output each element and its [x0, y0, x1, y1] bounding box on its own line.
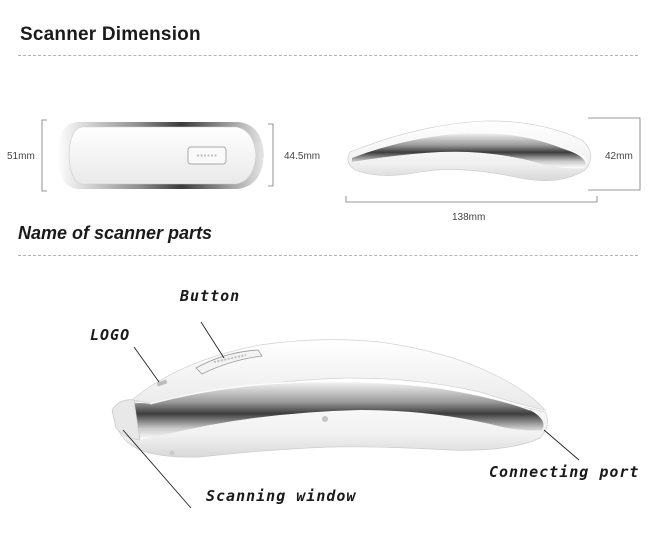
divider-parts — [18, 255, 638, 256]
section-title-parts: Name of scanner parts — [18, 223, 213, 243]
dimension-width-label: 44.5mm — [284, 151, 321, 162]
part-label-logo: LOGO — [90, 326, 131, 344]
part-label-button: Button — [180, 287, 241, 305]
top-view-scanner — [41, 119, 274, 192]
parts-view-scanner — [111, 321, 580, 509]
section-title-dimension: Scanner Dimension — [20, 24, 201, 45]
dimension-height-label: 51mm — [7, 151, 35, 162]
side-view-scanner — [345, 117, 641, 203]
part-label-connecting-port: Connecting port — [489, 463, 640, 481]
divider-dimension — [18, 55, 638, 56]
dimension-length-label: 138mm — [452, 212, 486, 223]
part-label-scanning-window: Scanning window — [206, 487, 357, 505]
dimension-depth-label: 42mm — [605, 151, 633, 162]
